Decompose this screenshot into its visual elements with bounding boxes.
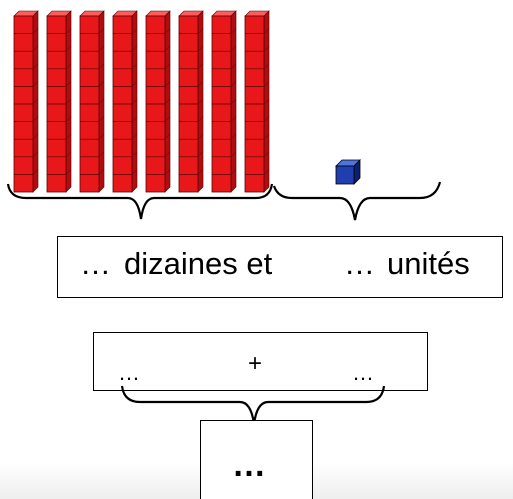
units-brace bbox=[272, 181, 442, 221]
rod-side-line bbox=[230, 134, 237, 140]
rod-side-line bbox=[32, 134, 39, 140]
rod-side-line bbox=[131, 169, 138, 175]
rod-side-line bbox=[164, 116, 171, 122]
ten-rod bbox=[79, 10, 105, 193]
ten-rod bbox=[46, 10, 72, 193]
rod-side-line bbox=[65, 98, 72, 105]
ten-rod bbox=[13, 10, 39, 193]
rod-side-line bbox=[263, 46, 270, 52]
rod-side-line bbox=[197, 63, 204, 69]
answer-box bbox=[57, 236, 503, 298]
rod-side-line bbox=[230, 46, 237, 52]
rod-side-line bbox=[230, 63, 237, 69]
rod-side-line bbox=[263, 63, 270, 69]
rod-side-line bbox=[98, 98, 105, 105]
rod-side-line bbox=[197, 28, 204, 34]
plus-sign: + bbox=[248, 350, 263, 377]
ten-rod bbox=[211, 10, 237, 193]
rod-side-line bbox=[65, 116, 72, 122]
rod-side-line bbox=[263, 134, 270, 140]
tens-rods-group bbox=[13, 10, 270, 193]
rod-side-line bbox=[263, 116, 270, 122]
rod-side-line bbox=[65, 151, 72, 157]
rod-side-line bbox=[65, 28, 72, 34]
rod-side-line bbox=[98, 46, 105, 52]
rod-side-line bbox=[164, 134, 171, 140]
tens-blank: … bbox=[80, 246, 111, 281]
rod-side-line bbox=[263, 98, 270, 105]
rod-side-line bbox=[164, 169, 171, 175]
rod-side-line bbox=[197, 169, 204, 175]
ten-rod bbox=[178, 10, 204, 193]
rod-side-line bbox=[32, 46, 39, 52]
rod-side-line bbox=[230, 81, 237, 87]
rod-side-line bbox=[263, 28, 270, 34]
cube-front-face bbox=[335, 165, 355, 185]
rod-side-line bbox=[263, 151, 270, 157]
rod-side-line bbox=[65, 81, 72, 87]
rod-side-line bbox=[197, 134, 204, 140]
rod-side-line bbox=[263, 81, 270, 87]
rod-side-line bbox=[197, 151, 204, 157]
rod-side-line bbox=[230, 169, 237, 175]
rod-side-line bbox=[131, 63, 138, 69]
rod-side-line bbox=[32, 169, 39, 175]
unit-cube bbox=[335, 159, 361, 185]
unit-cube-group bbox=[335, 159, 361, 185]
rod-side-line bbox=[164, 98, 171, 105]
rod-side-line bbox=[197, 46, 204, 52]
rod-side-line bbox=[131, 81, 138, 87]
rod-side-line bbox=[98, 28, 105, 34]
rod-side-line bbox=[98, 134, 105, 140]
rod-side-line bbox=[98, 151, 105, 157]
result-box bbox=[200, 420, 313, 499]
rod-side-line bbox=[131, 134, 138, 140]
tens-brace bbox=[6, 183, 274, 220]
sum-brace bbox=[120, 385, 386, 425]
rod-side-line bbox=[164, 81, 171, 87]
rod-side-line bbox=[32, 151, 39, 157]
rod-side-line bbox=[98, 63, 105, 69]
rod-side-line bbox=[164, 63, 171, 69]
rod-side-line bbox=[197, 116, 204, 122]
rod-side-line bbox=[197, 81, 204, 87]
rod-side-line bbox=[32, 63, 39, 69]
rod-side-line bbox=[98, 116, 105, 122]
rod-side-line bbox=[230, 151, 237, 157]
rod-side-line bbox=[164, 46, 171, 52]
ten-rod bbox=[145, 10, 171, 193]
rod-side-line bbox=[32, 28, 39, 34]
rod-side-line bbox=[197, 98, 204, 105]
rod-side-line bbox=[131, 151, 138, 157]
sum-left-blank: … bbox=[118, 360, 140, 385]
rod-side-line bbox=[65, 134, 72, 140]
rod-side-line bbox=[164, 151, 171, 157]
tens-label: dizaines et bbox=[124, 246, 273, 281]
sum-right-blank: … bbox=[352, 360, 374, 385]
sum-box bbox=[93, 332, 428, 391]
rod-side-line bbox=[32, 98, 39, 105]
rod-side-line bbox=[32, 81, 39, 87]
rod-side-line bbox=[65, 46, 72, 52]
rod-side-line bbox=[32, 116, 39, 122]
units-blank: … bbox=[344, 246, 375, 281]
ten-rod bbox=[244, 10, 270, 193]
rod-side-line bbox=[164, 28, 171, 34]
rod-side-line bbox=[131, 98, 138, 105]
units-label: unités bbox=[387, 246, 470, 281]
rod-side-line bbox=[230, 116, 237, 122]
rod-side-line bbox=[65, 169, 72, 175]
rod-side-line bbox=[98, 81, 105, 87]
rod-side-line bbox=[131, 28, 138, 34]
rod-side-line bbox=[98, 169, 105, 175]
result-blank: … bbox=[232, 446, 266, 484]
rod-side-line bbox=[263, 169, 270, 175]
rod-side-line bbox=[65, 63, 72, 69]
rod-side-line bbox=[230, 98, 237, 105]
rod-side-line bbox=[131, 46, 138, 52]
rod-side-line bbox=[131, 116, 138, 122]
ten-rod bbox=[112, 10, 138, 193]
rod-side-line bbox=[230, 28, 237, 34]
